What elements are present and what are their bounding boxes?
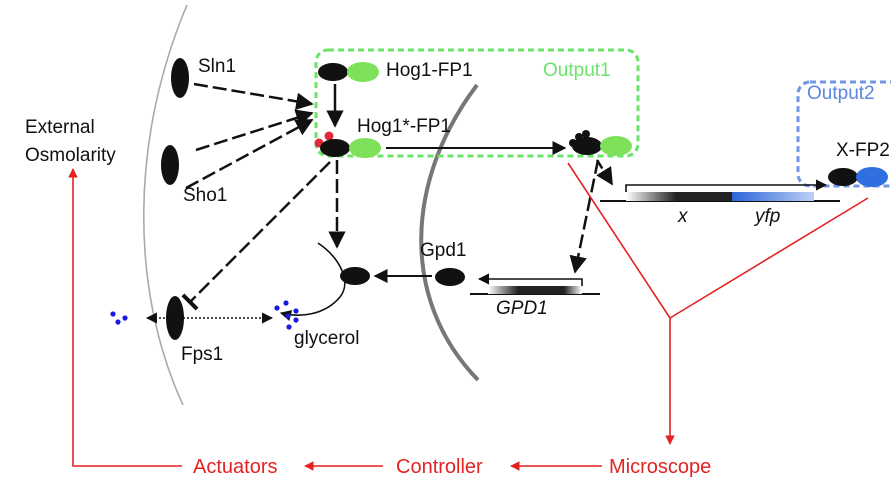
gpd1-gene-label: GPD1 <box>496 298 548 319</box>
fp1-green-tag <box>347 62 379 82</box>
controller-label: Controller <box>396 456 483 478</box>
gene-x-segment <box>676 192 732 201</box>
nuclear-envelope <box>419 83 480 382</box>
inhibition-hog1-fps1 <box>181 161 331 311</box>
gene-x-label: x <box>677 206 689 227</box>
phospho-dot-2 <box>324 131 334 141</box>
hog1-fp1-label: Hog1-FP1 <box>386 60 473 81</box>
gpd1-enzyme-cytoplasm <box>340 267 370 285</box>
glycerol-molecules <box>274 300 299 330</box>
external-osmolarity-label-line1: External <box>25 117 95 138</box>
hog1-nuclear-protein <box>572 137 602 155</box>
output2-box <box>796 80 891 188</box>
sln1-label: Sln1 <box>198 56 236 77</box>
gpd1-gene-fade-left <box>488 286 518 294</box>
gene-x-segment-fade <box>626 192 676 201</box>
external-osmolarity-label-line2: Osmolarity <box>25 145 116 166</box>
loop-output2-to-junction <box>669 197 869 319</box>
glycerol-label: glycerol <box>294 328 359 349</box>
gpd1-gene-body <box>518 286 564 294</box>
fp1-green-tag-active <box>349 138 381 158</box>
actuators-label: Actuators <box>193 456 277 478</box>
x-protein <box>828 168 858 186</box>
output1-label: Output1 <box>543 60 611 81</box>
gene-yfp-segment <box>732 192 814 201</box>
hog1-nuclear-knob-3 <box>569 139 577 147</box>
microscope-label: Microscope <box>609 456 711 478</box>
fps1-label: Fps1 <box>181 344 223 365</box>
x-fp2-label: X-FP2 <box>836 140 890 161</box>
gpd1-protein-label: Gpd1 <box>420 240 466 261</box>
glycerol-synthesis-curve <box>279 242 346 321</box>
arrow-hog1-to-gpd1-gene <box>569 159 600 274</box>
loop-actuators-to-osmolarity <box>68 168 182 467</box>
external-glycerol-molecules <box>110 311 128 325</box>
hog1-protein <box>318 63 348 81</box>
arrow-hog1-to-xyfp <box>595 159 614 186</box>
gpd1-gene-fade-right <box>564 286 582 294</box>
arrow-sln1-to-hog1 <box>193 82 314 110</box>
sho1-protein <box>161 145 179 185</box>
gpd1-transcript-arrow <box>477 273 583 286</box>
sln1-protein <box>171 58 189 98</box>
hog1-nuclear-knob-1 <box>575 133 583 141</box>
output1-box <box>314 48 640 158</box>
gene-yfp-label: yfp <box>753 206 780 227</box>
output2-label: Output2 <box>807 83 875 104</box>
gpd1-protein <box>435 268 465 286</box>
fp2-blue-tag <box>856 167 888 187</box>
sho1-label: Sho1 <box>183 185 227 206</box>
xyfp-transcript-arrow <box>625 179 828 192</box>
hog1-star-protein <box>320 139 350 157</box>
hog1-star-fp1-label: Hog1*-FP1 <box>357 116 451 137</box>
fp1-green-tag-nuclear <box>600 136 632 156</box>
hog1-nuclear-knob-2 <box>582 130 590 138</box>
arrow-sho1-to-hog1 <box>185 118 314 190</box>
arrow-membrane-to-hog1 <box>195 109 314 152</box>
cell-membrane <box>142 4 188 406</box>
loop-output1-to-junction <box>567 162 671 319</box>
